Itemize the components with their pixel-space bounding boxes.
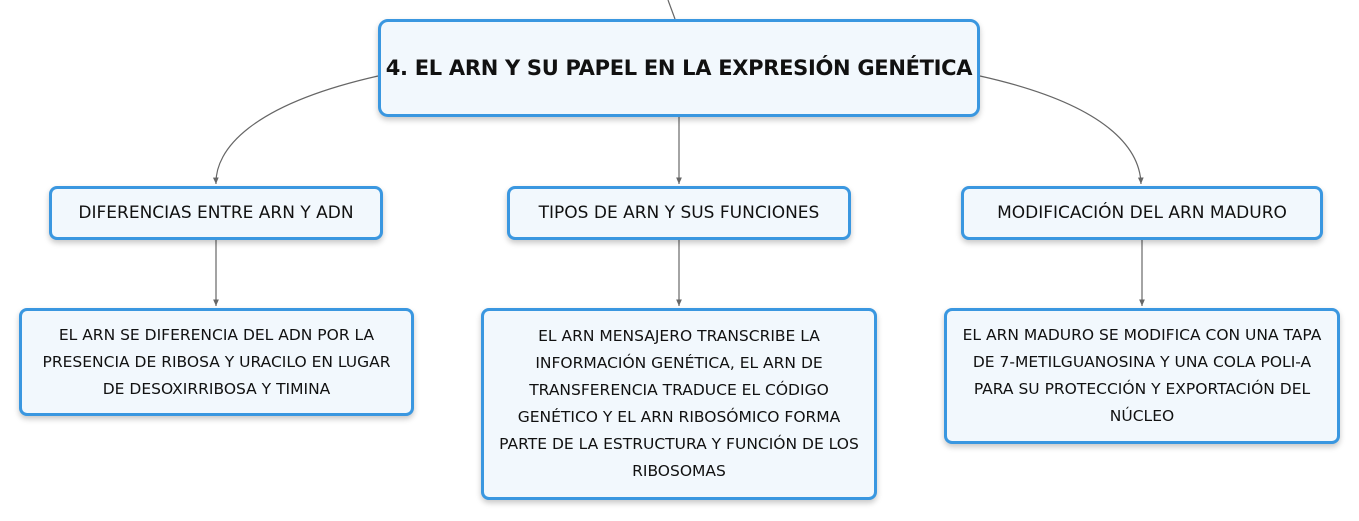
- detail-tipos-text: EL ARN MENSAJERO TRANSCRIBE LA INFORMACI…: [499, 327, 859, 480]
- central-topic[interactable]: 4. EL ARN Y SU PAPEL EN LA EXPRESIÓN GEN…: [378, 19, 980, 117]
- detail-modificacion-text: EL ARN MADURO SE MODIFICA CON UNA TAPA D…: [962, 326, 1322, 425]
- connector-root-to-topic-1: [212, 75, 379, 185]
- detail-tipos[interactable]: EL ARN MENSAJERO TRANSCRIBE LA INFORMACI…: [481, 308, 877, 500]
- topic-modificacion[interactable]: MODIFICACIÓN DEL ARN MADURO: [961, 186, 1323, 240]
- detail-diferencias-text: EL ARN SE DIFERENCIA DEL ADN POR LA PRES…: [42, 325, 391, 398]
- detail-diferencias[interactable]: EL ARN SE DIFERENCIA DEL ADN POR LA PRES…: [19, 308, 414, 416]
- topic-tipos-label: TIPOS DE ARN Y SUS FUNCIONES: [538, 203, 820, 223]
- topic-diferencias[interactable]: DIFERENCIAS ENTRE ARN Y ADN: [49, 186, 383, 240]
- connector-parent: [667, 0, 676, 20]
- detail-modificacion[interactable]: EL ARN MADURO SE MODIFICA CON UNA TAPA D…: [944, 308, 1340, 444]
- topic-diferencias-label: DIFERENCIAS ENTRE ARN Y ADN: [78, 203, 354, 223]
- topic-tipos[interactable]: TIPOS DE ARN Y SUS FUNCIONES: [507, 186, 851, 240]
- topic-modificacion-label: MODIFICACIÓN DEL ARN MADURO: [997, 203, 1287, 223]
- connector-root-to-topic-3: [979, 75, 1144, 185]
- central-topic-title: 4. EL ARN Y SU PAPEL EN LA EXPRESIÓN GEN…: [385, 56, 973, 80]
